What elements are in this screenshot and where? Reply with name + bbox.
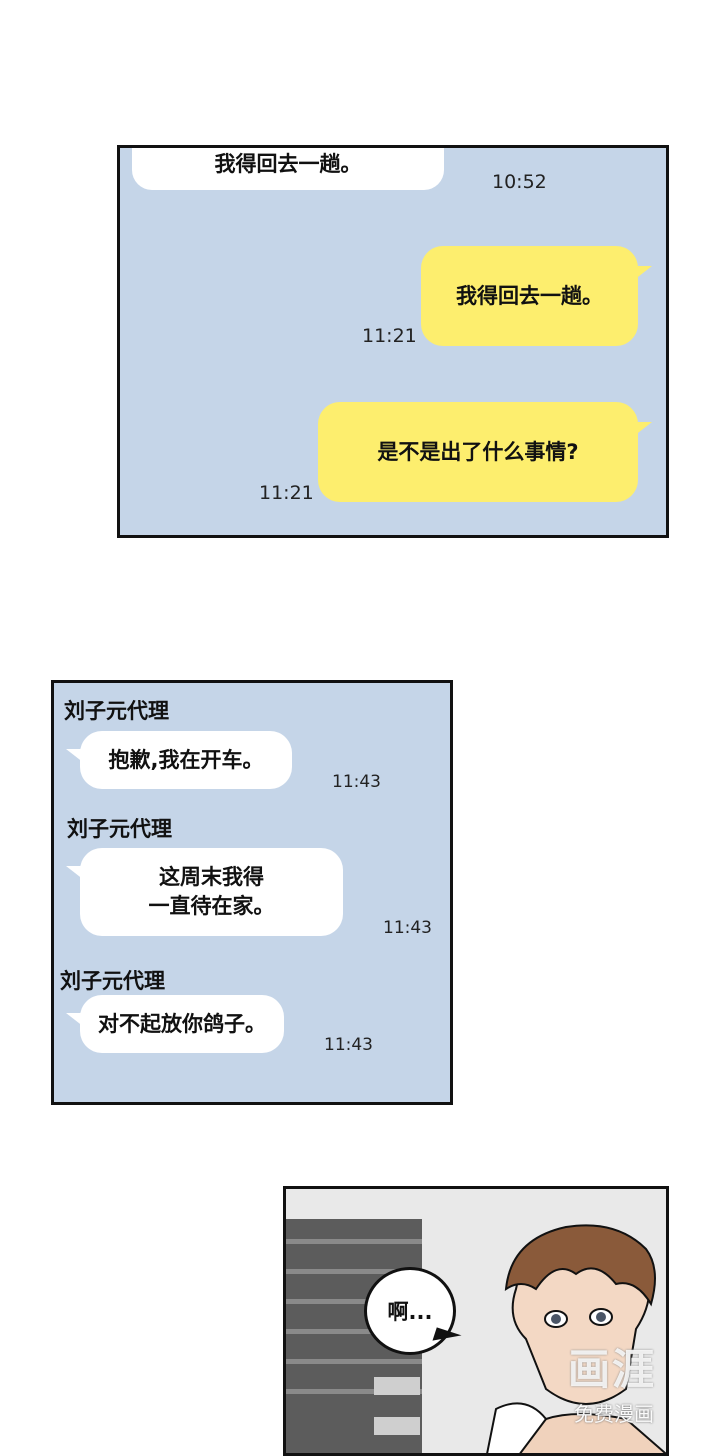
message-text: 我得回去一趟。 (456, 283, 603, 308)
sender-name: 刘子元代理 (67, 817, 172, 841)
message-time: 11:43 (324, 1035, 373, 1055)
message-text: 抱歉,我在开车。 (108, 747, 264, 772)
speech-text: 啊... (387, 1300, 433, 1324)
chat-panel-1: 我得回去一趟。 10:52 我得回去一趟。 11:21 是不是出了什么事情? 1… (117, 145, 669, 538)
watermark-logo: 画涯 (567, 1345, 656, 1394)
comic-art-panel: 啊... 画涯 免费漫画 (283, 1186, 669, 1456)
incoming-message-bubble: 对不起放你鸽子。 (66, 995, 284, 1053)
message-text: 对不起放你鸽子。 (98, 1011, 266, 1036)
sender-name: 刘子元代理 (60, 969, 165, 993)
message-text-line: 这周末我得 (159, 865, 264, 889)
outgoing-message-bubble: 我得回去一趟。 (421, 246, 652, 346)
message-text-line: 一直待在家。 (148, 894, 275, 918)
chat-panel-2: 刘子元代理 抱歉,我在开车。 11:43 刘子元代理 这周末我得 一直待在家。 … (51, 680, 453, 1105)
sender-name: 刘子元代理 (64, 699, 169, 723)
speech-bubble: 啊... (364, 1267, 456, 1355)
incoming-message-bubble: 抱歉,我在开车。 (66, 731, 292, 789)
incoming-message-bubble: 我得回去一趟。 (132, 148, 444, 190)
message-time: 10:52 (492, 171, 547, 193)
message-time: 11:43 (332, 772, 381, 792)
watermark-subtitle: 免费漫画 (574, 1402, 654, 1426)
message-time: 11:21 (259, 482, 314, 504)
message-text: 我得回去一趟。 (214, 151, 362, 176)
incoming-message-bubble: 这周末我得 一直待在家。 (66, 848, 343, 936)
message-text: 是不是出了什么事情? (377, 439, 579, 464)
message-time: 11:43 (383, 918, 432, 938)
outgoing-message-bubble: 是不是出了什么事情? (318, 402, 652, 502)
message-time: 11:21 (362, 325, 417, 347)
